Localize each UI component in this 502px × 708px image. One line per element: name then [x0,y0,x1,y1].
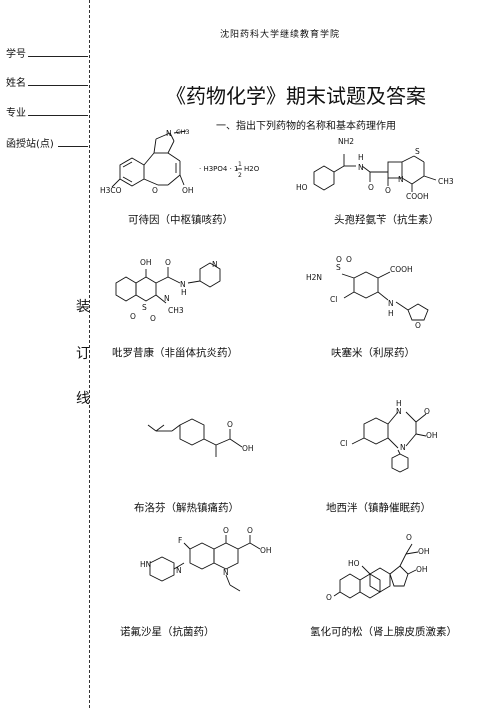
codeine-water: H2O [244,165,260,173]
cefadroxil-h: H [358,153,364,162]
major-label: 专业 [6,108,26,119]
name-field[interactable] [28,85,88,86]
binding-char-xian: 线 [76,391,90,407]
cefadroxil-structure: NH2 HO H N S N O O CH3 COOH [296,130,482,200]
piroxicam-n2: N [164,294,170,303]
student-id-field[interactable] [28,56,88,57]
cefadroxil-s: S [415,147,420,156]
codeine-salt: · H3PO4 · 1 [199,165,238,173]
cefadroxil-n1: N [358,163,364,172]
cefadroxil-ho: HO [296,183,308,192]
furosemide-o2: O [346,256,352,264]
norfloxacin-structure: F O OH O HN N N [140,525,285,605]
furosemide-s: S [336,263,341,272]
norfloxacin-o2: O [247,526,253,535]
codeine-half-num: 1 [238,161,242,168]
codeine-oh: OH [182,186,194,195]
major-field[interactable] [28,115,88,116]
oxazepam-o: O [424,407,430,416]
hydrocortisone-oh2: OH [416,565,428,574]
furosemide-furan-o: O [415,321,421,330]
hydrocortisone-oh1: OH [418,547,430,556]
codeine-methyl: CH3 [176,128,190,136]
piroxicam-ch3: CH3 [168,306,184,315]
hydrocortisone-o1: O [406,533,412,542]
caption-furosemide: 呋塞米（利尿药） [331,347,415,359]
furosemide-h2n: H2N [306,273,322,282]
piroxicam-s: S [142,303,147,312]
cefadroxil-cooh: COOH [406,192,429,200]
caption-norfloxacin: 诺氟沙星（抗菌药） [120,626,215,638]
cefadroxil-ch3: CH3 [438,177,454,186]
norfloxacin-f: F [178,536,182,545]
name-label: 姓名 [6,78,26,89]
norfloxacin-n2: N [223,568,229,577]
piroxicam-n: N [180,280,186,289]
piroxicam-o: O [165,258,171,267]
cefadroxil-nh2: NH2 [338,137,354,146]
binding-dashed-line [89,0,90,708]
caption-hydrocortisone: 氢化可的松（肾上腺皮质激素） [310,626,457,638]
ibuprofen-o: O [227,420,233,429]
piroxicam-h: H [181,288,187,297]
piroxicam-o1: O [130,312,136,321]
codeine-n: N [166,129,172,138]
study-center-field[interactable] [58,146,88,147]
furosemide-structure: H2N S O O COOH Cl N H O [300,256,460,336]
codeine-o: O [152,186,158,195]
norfloxacin-hn: HN [140,560,151,569]
codeine-half-den: 2 [238,172,242,179]
binding-char-zhuang: 装 [76,299,90,315]
exam-title: 《药物化学》期末试题及答案 [166,84,426,108]
cefadroxil-n2: N [398,175,404,184]
student-id-label: 学号 [6,49,26,60]
piroxicam-oh: OH [140,258,152,267]
piroxicam-npy: N [212,260,218,269]
hydrocortisone-o2: O [326,593,332,602]
piroxicam-structure: OH O N H N S N CH3 O O [108,255,248,325]
caption-cefadroxil: 头孢羟氨苄（抗生素） [334,214,439,226]
piroxicam-o2: O [150,314,156,323]
oxazepam-cl: Cl [340,439,347,448]
ibuprofen-oh: OH [242,444,254,453]
codeine-structure: N CH3 · H3PO4 · 1 1 2 H2O H3CO O OH [100,125,270,205]
institution-name: 沈阳药科大学继续教育学院 [219,30,340,40]
oxazepam-structure: H N O OH Cl N [340,400,450,490]
caption-piroxicam: 吡罗昔康（非甾体抗炎药） [112,347,238,359]
norfloxacin-oh: OH [260,546,272,555]
codeine-methoxy: H3CO [100,186,122,195]
section-heading: 一、指出下列药物的名称和基本药理作用 [216,121,396,132]
furosemide-cl: Cl [330,295,337,304]
hydrocortisone-ho: HO [348,559,360,568]
cefadroxil-o2: O [385,186,391,195]
furosemide-o1: O [336,256,342,264]
study-center-label: 函授站(点) [6,139,54,150]
oxazepam-n1: N [396,407,402,416]
hydrocortisone-structure: O OH HO OH O [320,530,470,610]
oxazepam-h: H [396,400,402,408]
caption-oxazepam: 地西泮（镇静催眠药） [326,502,431,514]
cefadroxil-o1: O [368,183,374,192]
caption-codeine: 可待因（中枢镇咳药） [128,214,233,226]
furosemide-n: N [388,299,394,308]
norfloxacin-n1: N [176,566,182,575]
norfloxacin-o: O [223,526,229,535]
furosemide-h: H [388,309,394,318]
binding-char-ding: 订 [76,346,90,362]
caption-ibuprofen: 布洛芬（解热镇痛药） [134,502,239,514]
oxazepam-oh: OH [426,431,438,440]
oxazepam-n2: N [400,443,406,452]
furosemide-cooh: COOH [390,265,413,274]
ibuprofen-structure: O OH [140,415,270,475]
